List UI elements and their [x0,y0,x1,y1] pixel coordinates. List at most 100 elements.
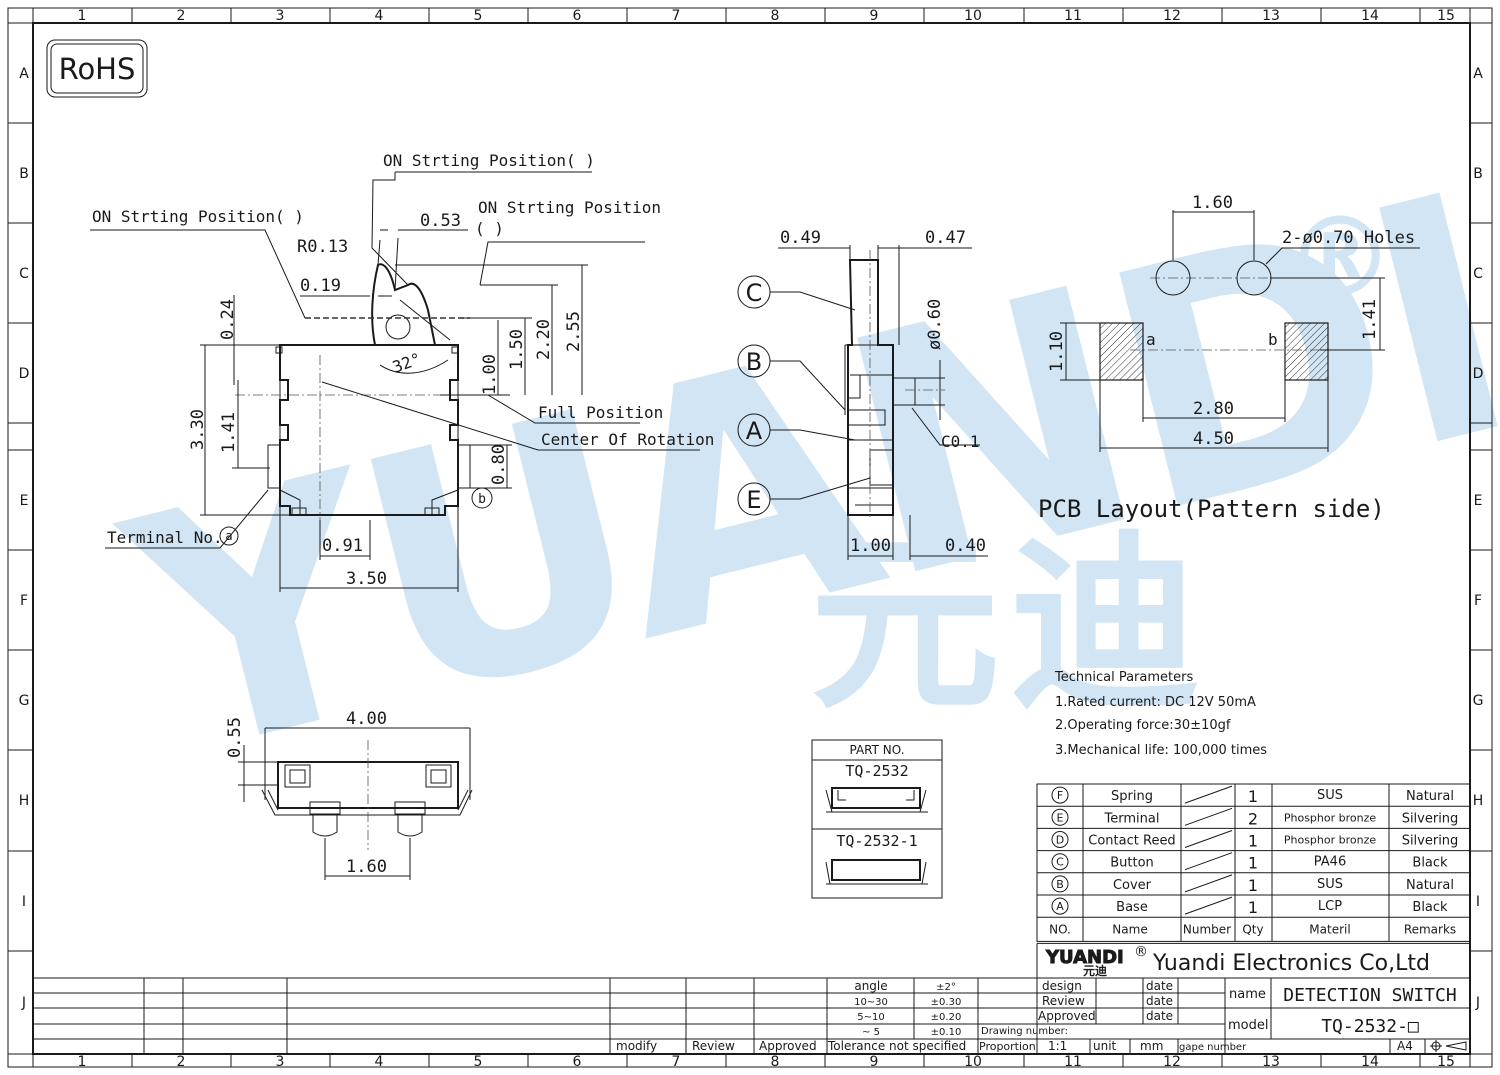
tb-drawing-number: Drawing number: [981,1026,1068,1037]
bom-name: Terminal [1104,811,1160,826]
bom-remarks: Natural [1406,878,1454,893]
pad-a [1099,322,1144,381]
grid-row-label-left: A [19,66,29,82]
dim-019: 0.19 [300,276,341,296]
technical-parameters: Technical Parameters 1.Rated current: DC… [1054,670,1267,758]
pad-a-label: a [1146,330,1156,349]
bom-material: SUS [1317,877,1343,892]
dim-091: 0.91 [322,536,363,556]
outer-frame [7,7,1493,1068]
dim-pcb-280: 2.80 [1193,399,1234,419]
dim-pcb-110: 1.10 [1047,331,1067,372]
grid-col-label-top: 2 [177,8,186,24]
bom-header-qty: Qty [1242,922,1263,936]
bom-remarks: Black [1412,900,1448,915]
dim-side-040: 0.40 [945,536,986,556]
tb-date-3: date [1146,1009,1173,1023]
grid-col-label-bottom: 14 [1361,1054,1379,1070]
callout-a: A [746,417,763,445]
tol-key: 5~10 [857,1012,884,1023]
pcb-layout: 1.60 2-ø0.70 Holes 1.41 a b 1.10 2.80 4.… [1038,193,1420,523]
grid-col-label-bottom: 2 [177,1054,186,1070]
projection-symbol-icon [1430,1040,1467,1052]
grid-col-label-top: 8 [771,8,780,24]
bom-name: Contact Reed [1088,834,1175,849]
tech-line-1: 1.Rated current: DC 12V 50mA [1055,695,1256,710]
side-view: 0.49 0.47 ø0.60 C0.1 1.00 0.40 C B A E [737,228,988,560]
dim-phi060: ø0.60 [925,299,945,350]
grid-col-label-top: 9 [870,8,879,24]
part-no-1: TQ-2532 [845,762,908,780]
bom-material: PA46 [1314,855,1346,870]
bom-remarks: Silvering [1402,811,1459,826]
bom-name: Spring [1111,789,1153,804]
grid-col-label-top: 11 [1064,8,1082,24]
tb-unit-value: mm [1140,1039,1163,1053]
tb-approved: Approved [1038,1009,1096,1023]
tb-review: Review [1042,994,1085,1008]
grid-row-label-left: H [19,793,30,809]
bom-name: Base [1116,900,1148,915]
bottom-view: 4.00 0.55 1.60 [225,709,473,880]
watermark-reg: ® [1285,193,1395,321]
grid-row-label-right: E [1474,493,1483,509]
part-no-2: TQ-2532-1 [836,832,917,850]
grid-row-label-left: G [19,693,30,709]
terminal-a-mark: a [225,529,232,543]
dim-220: 2.20 [534,319,554,360]
dim-141: 1.41 [219,412,239,453]
bom-remarks: Silvering [1402,834,1459,849]
tb-brand-reg: ® [1134,944,1148,960]
callout-e: E [746,486,761,514]
callout-c: C [746,279,763,307]
bom-no: B [1056,878,1064,891]
tb-gape-number: gape number [1179,1042,1247,1053]
bom-name: Button [1110,856,1154,871]
rohs-badge: RoHS [46,39,148,98]
bom-material: LCP [1318,899,1342,914]
grid-col-label-top: 14 [1361,8,1379,24]
tb-name-label: name [1229,987,1266,1002]
dim-bottom-400: 4.00 [346,709,387,729]
bom-header-name: Name [1112,922,1147,936]
bom-no: E [1057,811,1064,824]
grid-col-label-top: 1 [78,8,87,24]
tb-brand-logo: YUANDI [1045,947,1124,968]
grid-col-label-bottom: 7 [672,1054,681,1070]
grid-row-label-right: I [1476,894,1480,910]
dim-053: 0.53 [420,211,461,231]
grid-col-label-bottom: 3 [276,1054,285,1070]
dim-pcb-141: 1.41 [1360,299,1380,340]
inner-frame [32,22,1471,1055]
grid-col-label-top: 4 [375,8,384,24]
tech-line-3: 3.Mechanical life: 100,000 times [1055,743,1267,758]
dim-pcb-450: 4.50 [1193,429,1234,449]
dim-024: 0.24 [218,299,238,340]
tol-key: 10~30 [854,997,888,1008]
tb-name-value: DETECTION SWITCH [1283,985,1456,1006]
grid-row-label-left: J [21,995,26,1011]
bom-header-rem: Remarks [1404,922,1456,936]
tb-model-value: TQ-2532-□ [1321,1016,1419,1037]
dim-pcb-160: 1.60 [1192,193,1233,213]
bom-header-number: Number [1183,922,1231,936]
grid-row-label-left: D [19,366,30,382]
grid-col-label-top: 12 [1163,8,1181,24]
pad-b-label: b [1268,330,1278,349]
dim-330: 3.30 [188,409,208,450]
tol-key: ~ 5 [862,1027,880,1038]
grid-col-label-bottom: 6 [573,1054,582,1070]
dim-side-049: 0.49 [780,228,821,248]
grid-row-label-right: D [1473,366,1484,382]
grid-row-label-left: I [22,894,26,910]
dim-100: 1.00 [480,354,500,395]
bom-qty: 1 [1248,854,1258,873]
dim-080: 0.80 [489,444,509,485]
bom-remarks: Natural [1406,789,1454,804]
grid-row-label-right: A [1473,66,1483,82]
tb-brand-cn: 元迪 [1083,963,1107,978]
grid-col-label-top: 13 [1262,8,1280,24]
grid-col-label-bottom: 8 [771,1054,780,1070]
